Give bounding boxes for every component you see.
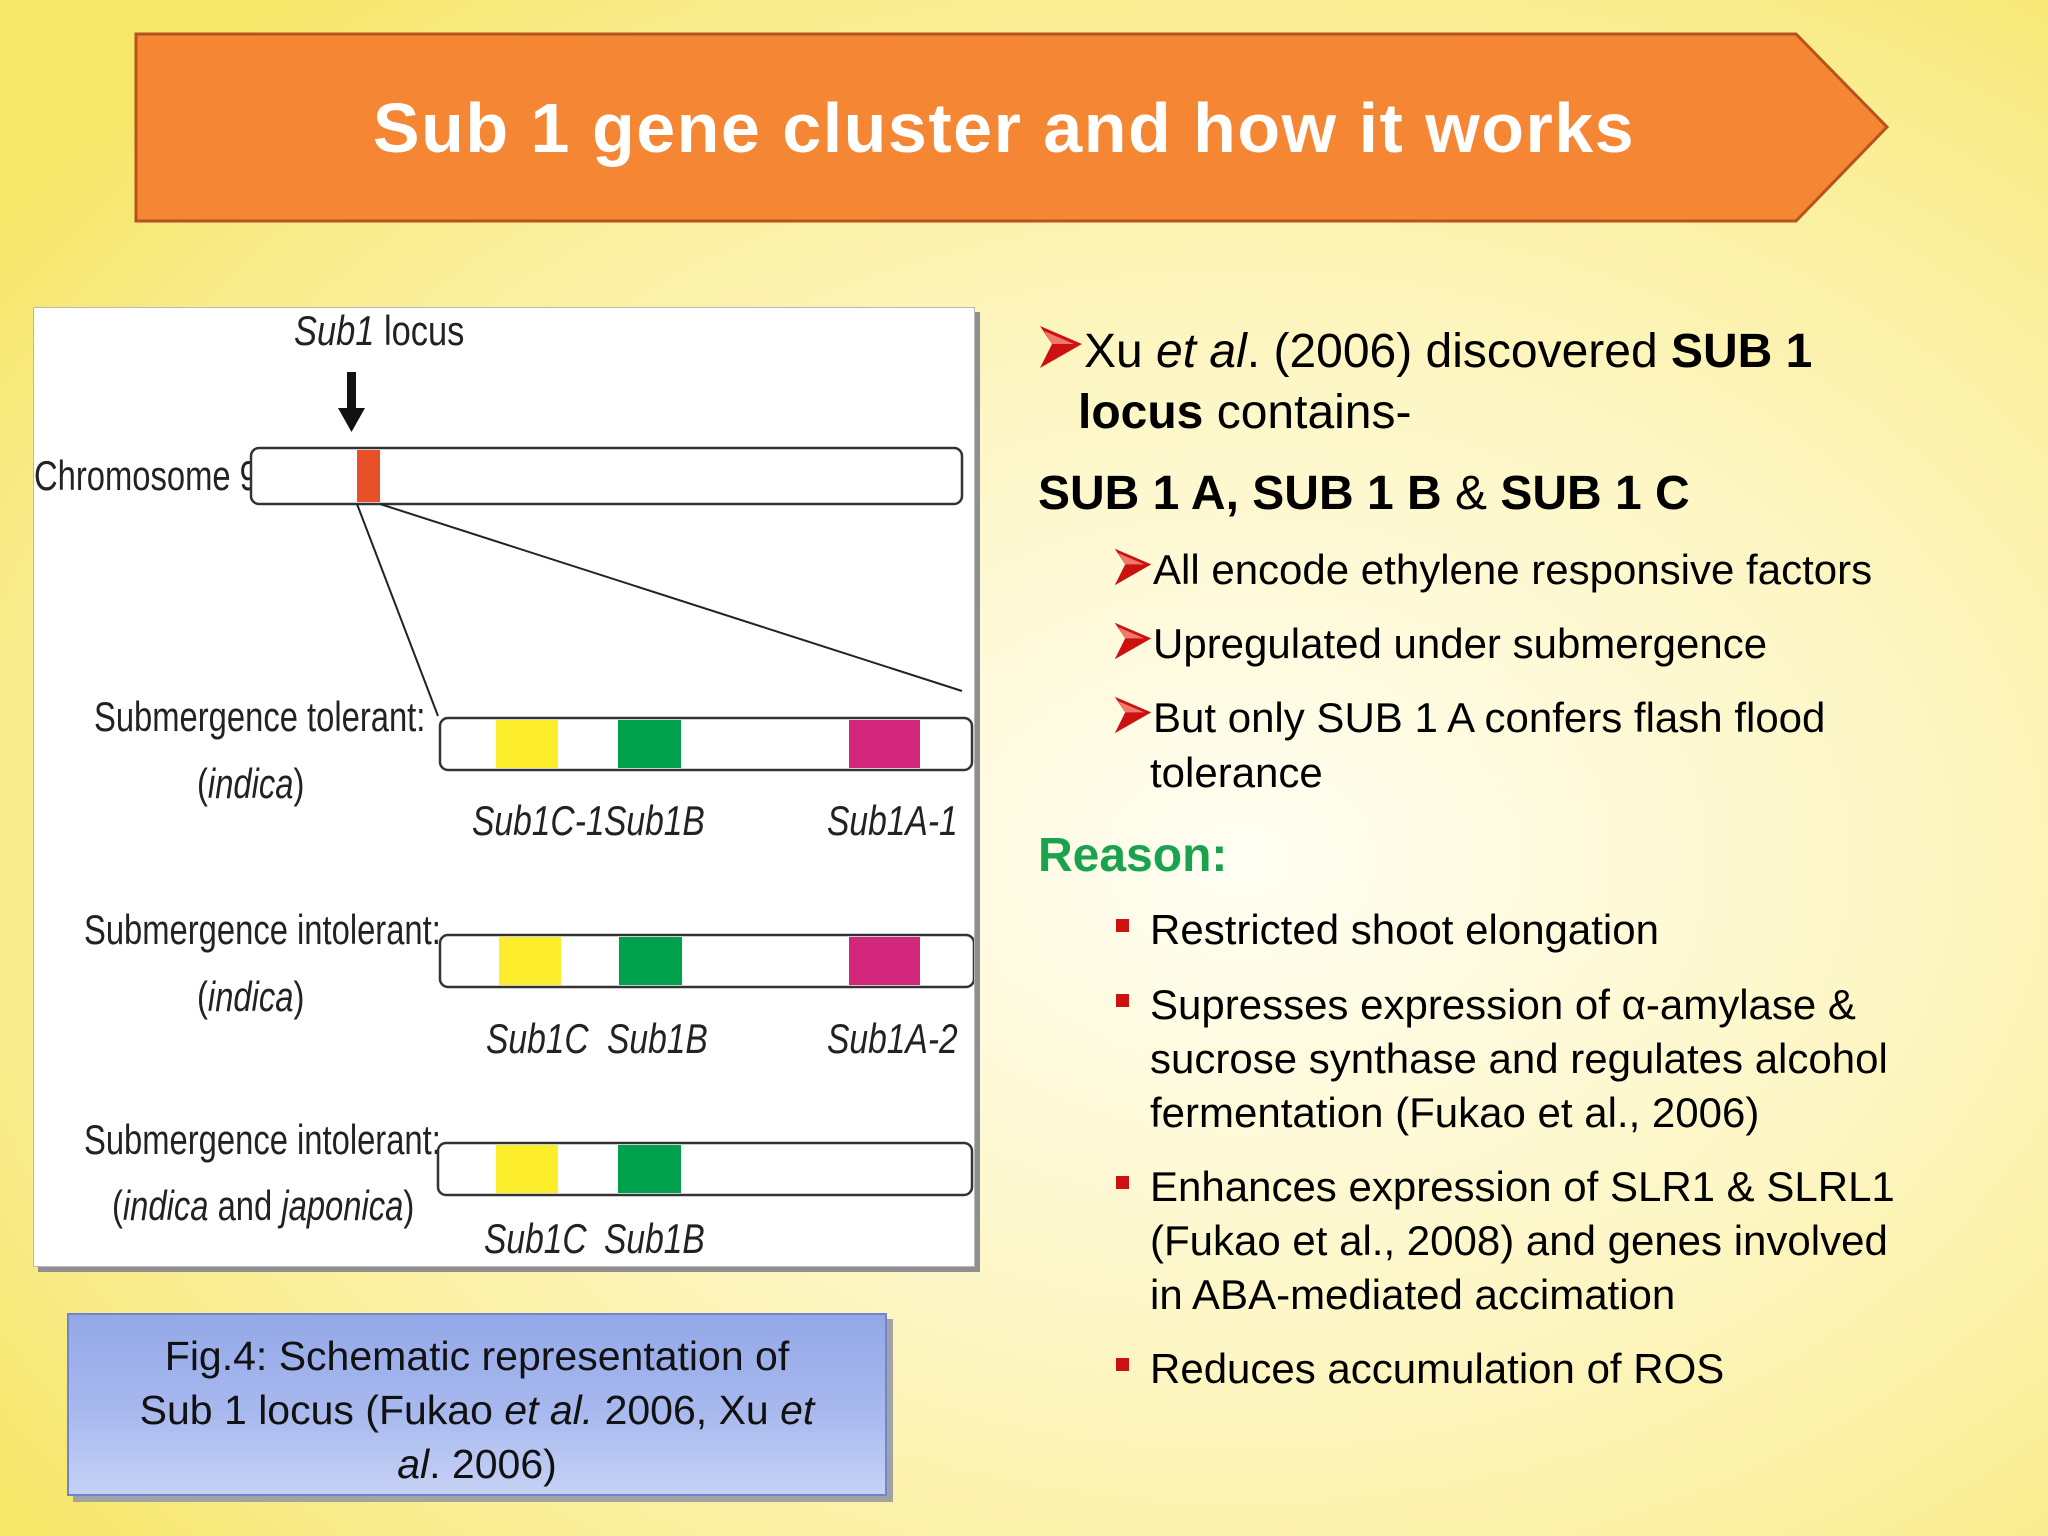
reason-2-line-1: Supresses expression of α-amylase &	[1150, 981, 1856, 1028]
caption-line-2: Sub 1 locus (Fukao et al. 2006, Xu et	[139, 1387, 815, 1433]
reason-3-line-2: (Fukao et al., 2008) and genes involved	[1150, 1217, 1888, 1264]
row3-sub1b-block	[618, 1145, 681, 1193]
arrow-bullet-icon	[1114, 696, 1152, 734]
sub-bullet-2: Upregulated under submergence	[1113, 620, 1767, 668]
arrow-bullet-icon	[1114, 622, 1152, 660]
chromosome-bar	[249, 446, 964, 506]
row1-gene-sub1b: Sub1B	[604, 799, 705, 845]
row1-sub1a-block	[849, 720, 920, 768]
row1-label-line2: (indica)	[197, 760, 304, 807]
row3-gene-sub1b: Sub1B	[604, 1217, 705, 1263]
genes-line: SUB 1 A, SUB 1 B & SUB 1 C	[1038, 467, 1690, 520]
reason-3-line-3: in ABA-mediated accimation	[1150, 1271, 1676, 1318]
reason-1: Restricted shoot elongation	[1150, 906, 1659, 953]
locus-diagram: Sub1 locus Chromosome 9 Submergence tole…	[34, 308, 974, 1263]
row3-gene-bar	[436, 1141, 974, 1197]
title-banner: Sub 1 gene cluster and how it works	[134, 32, 1891, 223]
square-bullet-icon	[1116, 1176, 1129, 1189]
row3-sub1c-block	[496, 1145, 558, 1193]
square-bullet-icon	[1116, 994, 1129, 1007]
row1-gene-bar	[438, 716, 974, 772]
row3-label-line1: Submergence intolerant:	[84, 1116, 441, 1163]
chromosome-label: Chromosome 9	[34, 452, 258, 499]
arrow-bullet-icon	[1114, 548, 1152, 586]
arrow-bullet-icon	[1040, 326, 1082, 368]
caption-line-3: al. 2006)	[397, 1441, 557, 1487]
row2-gene-sub1b: Sub1B	[607, 1017, 708, 1063]
reason-heading: Reason:	[1038, 829, 1228, 882]
row2-label-line1: Submergence intolerant:	[84, 906, 441, 953]
sub1-locus-figure: Sub1 locus Chromosome 9 Submergence tole…	[33, 307, 975, 1267]
row3-label-line2: (indica and japonica)	[112, 1182, 414, 1229]
intro-line-1: Xu et al. (2006) discovered SUB 1	[1038, 324, 1812, 379]
row1-sub1c-block	[496, 720, 558, 768]
square-bullet-icon	[1116, 1358, 1129, 1371]
zoom-line-right	[379, 503, 963, 692]
row2-label-line2: (indica)	[197, 973, 304, 1020]
zoom-line-left	[356, 503, 439, 717]
square-bullet-icon	[1116, 919, 1129, 932]
reason-4: Reduces accumulation of ROS	[1150, 1345, 1725, 1392]
row2-gene-sub1a: Sub1A-2	[827, 1017, 958, 1063]
reason-3-line-1: Enhances expression of SLR1 & SLRL1	[1150, 1163, 1895, 1210]
figure-caption: Fig.4: Schematic representation of Sub 1…	[67, 1313, 887, 1496]
row2-sub1a-block	[849, 937, 920, 985]
sub-bullet-3: But only SUB 1 A confers flash flood	[1113, 694, 1825, 742]
row2-sub1c-block	[499, 937, 561, 985]
sub-bullet-1: All encode ethylene responsive factors	[1113, 546, 1872, 594]
row1-gene-sub1c: Sub1C-1	[472, 799, 605, 845]
sub-bullet-3-cont: tolerance	[1150, 749, 1323, 796]
row2-sub1b-block	[619, 937, 682, 985]
locus-arrow-icon	[338, 372, 365, 432]
sub1-locus-marker	[357, 450, 380, 502]
slide-title: Sub 1 gene cluster and how it works	[372, 88, 1636, 167]
row1-gene-sub1a: Sub1A-1	[827, 799, 958, 845]
locus-label: Sub1 locus	[294, 308, 464, 355]
banner-arrow-shape	[134, 32, 1890, 223]
row2-gene-bar	[438, 933, 974, 989]
intro-line-2: locus contains-	[1078, 386, 1412, 439]
row1-label-line1: Submergence tolerant:	[94, 693, 425, 740]
reason-2-line-2: sucrose synthase and regulates alcohol	[1150, 1035, 1888, 1082]
row3-gene-sub1c: Sub1C	[484, 1217, 587, 1263]
row2-gene-sub1c: Sub1C	[486, 1017, 589, 1063]
row1-sub1b-block	[618, 720, 681, 768]
reason-2-line-3: fermentation (Fukao et al., 2006)	[1150, 1089, 1760, 1136]
caption-line-1: Fig.4: Schematic representation of	[164, 1333, 790, 1379]
